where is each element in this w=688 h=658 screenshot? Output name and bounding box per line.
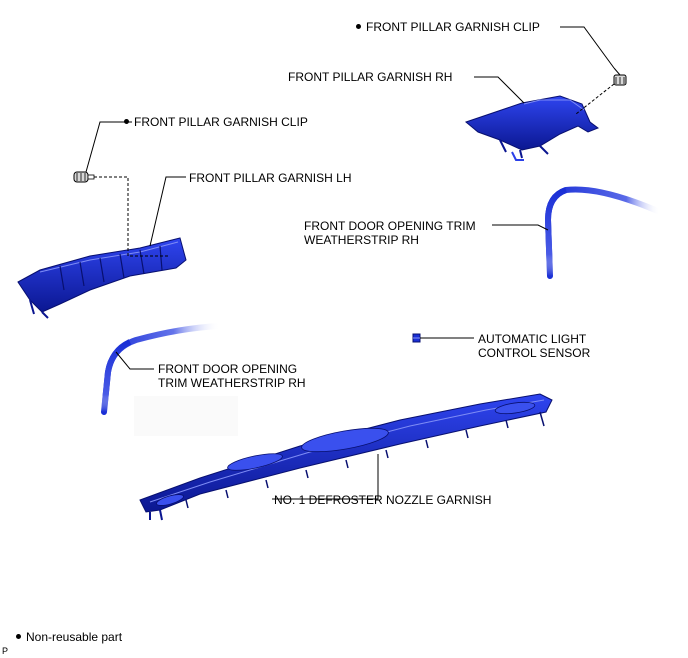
label-weatherstrip-lower-line1: FRONT DOOR OPENING (158, 362, 298, 376)
automatic-light-control-sensor-part (412, 333, 421, 343)
label-weatherstrip-lower-line2: TRIM WEATHERSTRIP RH (158, 376, 306, 390)
label-weatherstrip-upper-line2: WEATHERSTRIP RH (304, 233, 419, 247)
non-reusable-bullet-icon (124, 119, 129, 125)
leader-lines (85, 26, 615, 500)
label-weatherstrip-lower: FRONT DOOR OPENING TRIM WEATHERSTRIP RH (158, 362, 306, 390)
faded-patch (134, 396, 238, 436)
label-pillar-garnish-rh: FRONT PILLAR GARNISH RH (288, 70, 453, 84)
weatherstrip-upper-part (544, 186, 663, 279)
label-weatherstrip-upper-line1: FRONT DOOR OPENING TRIM (304, 219, 476, 233)
legend-non-reusable: Non-reusable part (16, 630, 122, 644)
label-pillar-garnish-lh: FRONT PILLAR GARNISH LH (189, 171, 352, 185)
non-reusable-bullet-icon (16, 634, 21, 640)
label-light-sensor: AUTOMATIC LIGHT CONTROL SENSOR (478, 332, 590, 360)
front-pillar-garnish-rh-part (464, 95, 600, 161)
clip-lh-dashed-line (94, 176, 168, 257)
label-pillar-clip-rh: FRONT PILLAR GARNISH CLIP (356, 20, 540, 34)
defroster-nozzle-garnish-part (139, 393, 553, 521)
front-pillar-garnish-clip-lh-part (73, 171, 95, 183)
label-defroster-garnish: NO. 1 DEFROSTER NOZZLE GARNISH (274, 493, 492, 507)
non-reusable-bullet-icon (356, 24, 361, 30)
front-pillar-garnish-clip-rh-part (613, 67, 627, 86)
clip-rh-dashed-line (575, 83, 615, 115)
corner-code: P (2, 646, 9, 656)
label-pillar-clip-lh-text: FRONT PILLAR GARNISH CLIP (134, 115, 308, 129)
label-pillar-clip-lh: FRONT PILLAR GARNISH CLIP (124, 115, 308, 129)
label-weatherstrip-upper: FRONT DOOR OPENING TRIM WEATHERSTRIP RH (304, 219, 476, 247)
legend-non-reusable-text: Non-reusable part (26, 630, 123, 644)
label-light-sensor-line1: AUTOMATIC LIGHT (478, 332, 587, 346)
label-light-sensor-line2: CONTROL SENSOR (478, 346, 591, 360)
label-pillar-clip-rh-text: FRONT PILLAR GARNISH CLIP (366, 20, 540, 34)
front-pillar-garnish-lh-part (17, 237, 187, 319)
